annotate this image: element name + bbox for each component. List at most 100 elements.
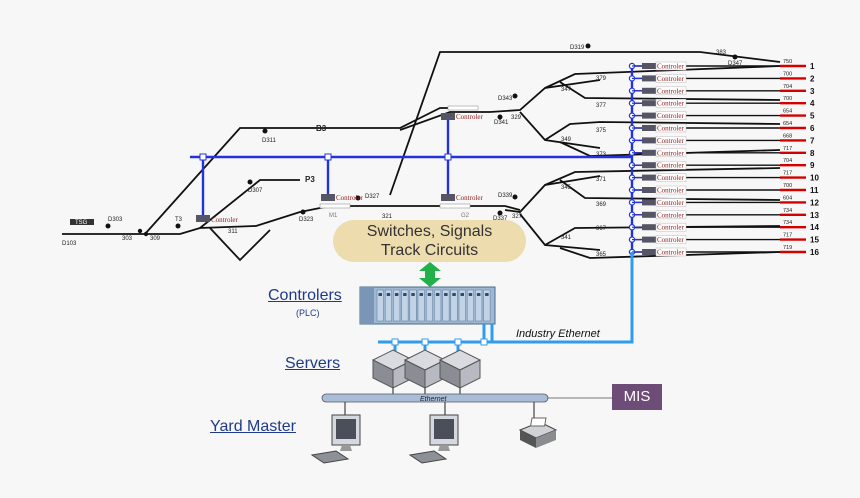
plc-slot: [466, 289, 474, 322]
yard-controller-plate: [655, 123, 687, 133]
ethernet-backbone: Ethernet: [321, 393, 612, 420]
plc-slot: [442, 289, 450, 322]
yard-controller-tag: Controler: [657, 162, 684, 170]
track-length: 734: [783, 220, 792, 226]
yard-controller-module: [642, 112, 656, 119]
plc-slot-led: [476, 293, 481, 296]
plc-slot: [384, 289, 392, 322]
label-341: 341: [561, 235, 572, 241]
plc-slot-led: [419, 293, 423, 296]
track-number: 11: [810, 186, 819, 195]
label-377: 377: [596, 103, 607, 109]
track-length: 700: [783, 183, 792, 189]
label-d307: D307: [248, 188, 263, 194]
label-d341: D341: [494, 120, 509, 126]
servers-level-label: Servers: [285, 355, 341, 372]
label-367: 367: [596, 226, 607, 232]
plc-slot: [376, 289, 384, 322]
label-365: 365: [596, 252, 607, 258]
eth-node: [480, 338, 488, 346]
track-length: 704: [783, 158, 792, 164]
track-number: 6: [810, 124, 815, 133]
plc-slot-led: [452, 293, 456, 296]
plc-slot: [393, 289, 401, 322]
switch-m1: [319, 203, 351, 209]
eth-node: [421, 338, 429, 346]
yard-controller-plate: [655, 222, 687, 232]
track-length: 654: [783, 121, 792, 127]
yard-controller-module: [642, 162, 656, 169]
label-311: 311: [228, 229, 238, 235]
signal-d311: [262, 128, 268, 134]
fan-lower-d: [559, 247, 781, 259]
track-length: 668: [783, 133, 792, 139]
controller-tag: Controler: [336, 194, 363, 202]
label-379: 379: [596, 76, 607, 82]
yard-controller-module: [642, 187, 656, 193]
yard-controller-module: [642, 100, 656, 107]
label-373: 373: [596, 152, 607, 158]
plc-slot: [450, 289, 458, 322]
plc-slot-led: [427, 293, 432, 296]
yard-controller-plate: [655, 173, 687, 182]
label-349: 349: [561, 137, 572, 143]
label-d323: D323: [299, 217, 314, 223]
yard-controller-module: [642, 211, 656, 218]
switch-g2: [439, 203, 471, 209]
label-tsg: TSG: [75, 220, 88, 226]
plc-slot: [483, 289, 491, 322]
yard-controller-tag: Controler: [657, 87, 684, 95]
signal-d339: [512, 194, 518, 200]
eth-vertical: [378, 252, 634, 344]
plc-slot: [458, 289, 466, 322]
track-p3: [199, 179, 300, 229]
yard-controller-tag: Controler: [657, 125, 684, 133]
ethernet-label: Ethernet: [420, 396, 448, 403]
track-number: 16: [810, 248, 819, 257]
yard-controller-plate: [655, 247, 687, 257]
track-b3: [144, 107, 470, 235]
controller-tag: Controler: [456, 113, 483, 121]
yard-controller-module: [642, 75, 656, 82]
yard-controller-tag: Controler: [657, 174, 684, 182]
plc-slot-led: [378, 293, 382, 296]
plc-slot: [417, 289, 425, 322]
plc-slot-led: [386, 293, 391, 296]
server-3: [438, 349, 482, 389]
printer: [518, 417, 558, 448]
plc-slot-led: [460, 293, 464, 296]
field-functions-line-1: Switches, Signals: [366, 223, 493, 240]
track-number: 12: [810, 198, 819, 207]
label-347: 347: [561, 87, 572, 93]
yard-controller-plate: [655, 74, 687, 83]
fan-lower-b: [559, 179, 781, 201]
yard-controller-plate: [655, 185, 687, 195]
bus-node-1: [199, 153, 207, 161]
label-d347: D347: [728, 61, 743, 67]
junction-309: [143, 231, 149, 237]
track-length: 700: [783, 96, 792, 102]
label-d319: D319: [570, 45, 585, 51]
plc-rack: [359, 286, 496, 325]
label-321: 321: [382, 214, 393, 220]
plc-slot-led: [435, 293, 440, 296]
label-d311: D311: [262, 138, 277, 144]
label-m1: M1: [329, 213, 338, 219]
label-303: 303: [122, 236, 133, 242]
label-309: 309: [150, 236, 161, 242]
label-d327: D327: [365, 194, 380, 200]
label-383: 383: [716, 50, 727, 56]
plc-slot-led: [394, 293, 399, 296]
server-2: [403, 349, 447, 389]
track-length: 717: [783, 233, 792, 239]
track-length: 734: [783, 208, 792, 214]
label-t3: T3: [175, 217, 183, 223]
yard-controller-tag: Controler: [657, 63, 684, 71]
label-d103: D103: [62, 241, 77, 247]
yard-controller-plate: [655, 235, 687, 244]
yard-controller-plate: [655, 111, 687, 120]
label-d303: D303: [108, 217, 123, 223]
main-lead-track: [62, 205, 521, 235]
